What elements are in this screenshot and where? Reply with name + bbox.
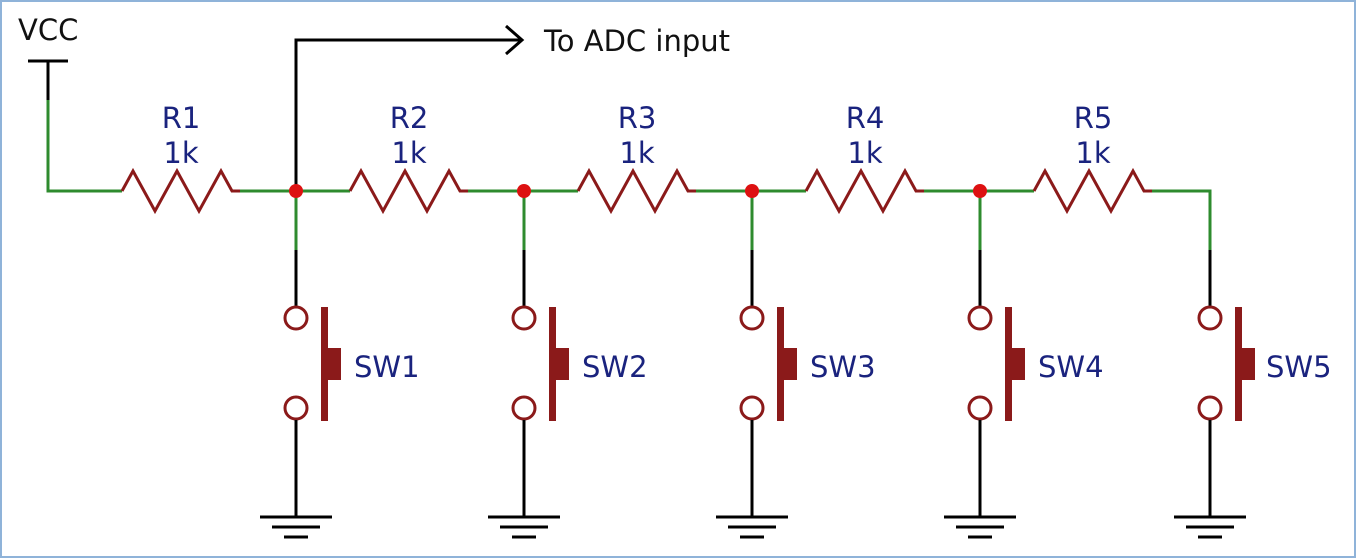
resistor-r4-ref: R4 [846, 101, 885, 135]
resistor-r3-value: 1k [619, 136, 654, 170]
resistor-r5-value: 1k [1075, 136, 1110, 170]
switch-sw5-branch: SW5 [1174, 250, 1332, 539]
switch-sw5-terminal-top [1197, 305, 1223, 331]
ground-icon-sw3 [716, 515, 788, 539]
resistor-r1-value: 1k [163, 136, 198, 170]
switch-sw2-terminal-bottom [511, 395, 537, 421]
vcc-symbol [28, 59, 68, 100]
resistor-r5: R5 1k [980, 101, 1212, 250]
switch-sw3-ref: SW3 [810, 350, 876, 384]
ground-icon-sw2 [488, 515, 560, 539]
vcc-wire [46, 100, 110, 193]
switch-sw2-terminal-top [511, 305, 537, 331]
resistor-r4-value: 1k [847, 136, 882, 170]
resistor-r1-ref: R1 [162, 101, 201, 135]
switch-sw3-terminal-top [739, 305, 765, 331]
switch-sw1-terminal-bottom [283, 395, 309, 421]
switch-sw5-ref: SW5 [1266, 350, 1332, 384]
switch-sw3-plunger [784, 348, 797, 380]
resistor-r2: R2 1k [296, 101, 524, 215]
switch-sw1-plunger [328, 348, 341, 380]
adc-output-label: To ADC input [543, 24, 730, 58]
switch-sw4-ref: SW4 [1038, 350, 1104, 384]
switch-sw5-terminal-bottom [1197, 395, 1223, 421]
resistor-r5-ref: R5 [1074, 101, 1113, 135]
switch-sw5-plunger [1242, 348, 1255, 380]
switch-sw4-terminal-top [967, 305, 993, 331]
resistor-r3: R3 1k [524, 101, 752, 215]
switch-sw2-ref: SW2 [582, 350, 648, 384]
junction-node-1 [289, 184, 303, 198]
switch-sw3-terminal-bottom [739, 395, 765, 421]
switch-sw3-branch: SW3 [716, 184, 876, 539]
switch-sw1-bar [321, 307, 328, 421]
switch-sw2-plunger [556, 348, 569, 380]
ground-icon-sw1 [260, 515, 332, 539]
switch-sw4-bar [1005, 307, 1012, 421]
switch-sw4-branch: SW4 [944, 184, 1104, 539]
switch-sw1-terminal-top [283, 305, 309, 331]
resistor-r2-ref: R2 [390, 101, 429, 135]
switch-sw1-ref: SW1 [354, 350, 420, 384]
switch-sw4-plunger [1012, 348, 1025, 380]
adc-output-arrow [294, 24, 525, 186]
resistor-r4: R4 1k [752, 101, 980, 215]
switch-sw2-branch: SW2 [488, 184, 648, 539]
junction-node-4 [973, 184, 987, 198]
resistor-r2-value: 1k [391, 136, 426, 170]
ground-icon-sw5 [1174, 515, 1246, 539]
vcc-label: VCC [18, 13, 78, 47]
resistor-chain: R1 1k R2 1k R3 1k R4 1k R5 [110, 101, 1212, 250]
switch-sw3-bar [777, 307, 784, 421]
resistor-r3-ref: R3 [618, 101, 657, 135]
junction-node-3 [745, 184, 759, 198]
resistor-r1: R1 1k [110, 101, 296, 215]
ground-icon-sw4 [944, 515, 1016, 539]
switch-sw2-bar [549, 307, 556, 421]
junction-node-2 [517, 184, 531, 198]
switch-sw5-bar [1235, 307, 1242, 421]
switch-sw4-terminal-bottom [967, 395, 993, 421]
switch-sw1-branch: SW1 [260, 184, 420, 539]
